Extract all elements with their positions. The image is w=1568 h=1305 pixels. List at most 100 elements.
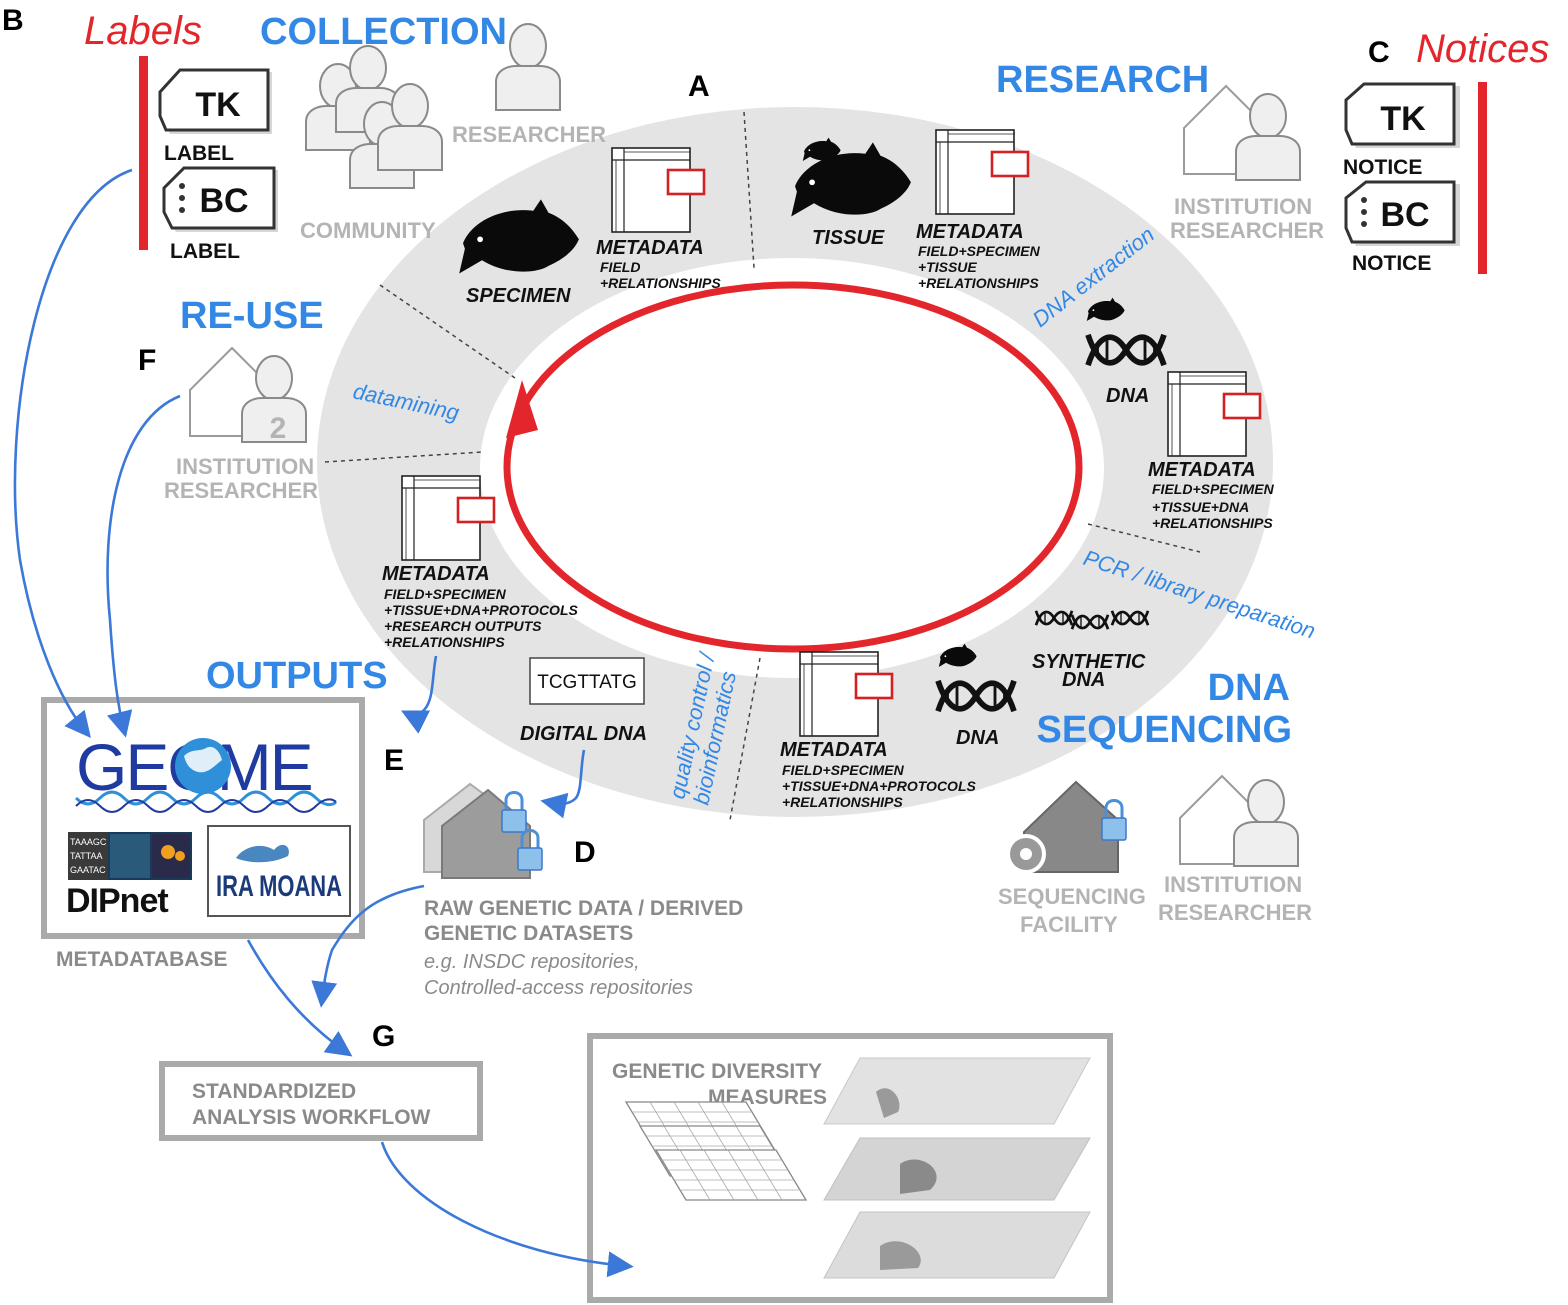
stage-research: RESEARCH [996, 59, 1209, 101]
metadata2-line1: FIELD+SPECIMEN [918, 243, 1041, 259]
community-icon [305, 45, 443, 189]
metadata1-line1: FIELD [600, 259, 640, 275]
metadata3-title: METADATA [1148, 459, 1256, 481]
stage-dna-line1: DNA [1208, 667, 1290, 709]
metadata4-line3: +RELATIONSHIPS [782, 794, 903, 810]
notices-bar [1478, 82, 1487, 274]
metadata5-line4: +RELATIONSHIPS [384, 634, 505, 650]
repository-icon [423, 782, 544, 879]
tk-label-text: TK [195, 86, 241, 124]
tissue-label: TISSUE [812, 227, 885, 249]
metadata1-line2: +RELATIONSHIPS [600, 275, 721, 291]
labels-title: Labels [84, 9, 202, 53]
researcher-label: RESEARCHER [452, 122, 606, 147]
dipnet-seq-3: GAATAC [70, 865, 106, 875]
metadata4-doc-icon [798, 650, 894, 738]
synthetic-dna-line1: SYNTHETIC [1032, 651, 1146, 673]
metadatabase-caption: METADATABASE [56, 948, 228, 971]
iramoana-wordmark: IRA MOANA [216, 870, 342, 903]
research-institution-line2: RESEARCHER [1170, 218, 1324, 243]
raw-data-sub-line1: e.g. INSDC repositories, [424, 951, 640, 973]
digital-dna-label: DIGITAL DNA [520, 723, 647, 745]
sequence-text: TCGTTATG [537, 672, 637, 693]
sequencing-institution-line1: INSTITUTION [1164, 872, 1302, 897]
panel-letter-g: G [372, 1020, 395, 1053]
dipnet-seq-1: TAAAGC [70, 837, 107, 847]
bc-label-caption: LABEL [170, 240, 240, 263]
workflow-line2: ANALYSIS WORKFLOW [192, 1106, 431, 1129]
metadata3-doc-icon [1166, 370, 1262, 458]
metadata5-line1: FIELD+SPECIMEN [384, 586, 507, 602]
panel-letter-a: A [688, 70, 710, 103]
metadata5-line2: +TISSUE+DNA+PROTOCOLS [384, 602, 579, 618]
panel-letter-c: C [1368, 36, 1390, 69]
tk-notice-badge: TK [1344, 82, 1460, 148]
labels-bar [139, 56, 148, 250]
flow-arrows [13, 168, 634, 1278]
geome-logo: GEOME [74, 730, 338, 813]
dipnet-seq-2: TATTAA [70, 851, 103, 861]
metadata5-line3: +RESEARCH OUTPUTS [384, 618, 542, 634]
bc-notice-caption: NOTICE [1352, 252, 1431, 275]
synthetic-dna-line2: DNA [1062, 669, 1105, 691]
sequence-box [529, 657, 645, 705]
panel-letter-f: F [138, 344, 156, 377]
metadata5-doc-icon [400, 474, 496, 562]
sequencing-facility-line2: FACILITY [1020, 912, 1118, 937]
reuse-count: 2 [270, 412, 287, 445]
sequencing-institution-line2: RESEARCHER [1158, 900, 1312, 925]
cycle-arrow [503, 281, 1083, 653]
metadata3-line3: +RELATIONSHIPS [1152, 515, 1273, 531]
panel-letter-b: B [2, 4, 24, 37]
bc-notice-text: BC [1380, 196, 1429, 234]
iramoana-logo: IRA MOANA [207, 825, 351, 917]
reuse-institution-line2: RESEARCHER [164, 478, 318, 503]
metadata1-title: METADATA [596, 237, 704, 259]
community-label: COMMUNITY [300, 218, 436, 243]
metadata2-doc-icon [934, 128, 1030, 216]
notices-title: Notices [1416, 27, 1549, 71]
dna2-label: DNA [956, 727, 999, 749]
metadata4-title: METADATA [780, 739, 888, 761]
stage-reuse: RE-USE [180, 295, 324, 337]
lifecycle-ring-hole [480, 258, 1104, 678]
tk-notice-text: TK [1380, 100, 1426, 138]
tk-notice-caption: NOTICE [1343, 156, 1422, 179]
stage-collection: COLLECTION [260, 11, 507, 53]
cycle-arrowhead [506, 380, 538, 438]
panel-letter-d: D [574, 836, 596, 869]
workflow-line1: STANDARDIZED [192, 1080, 356, 1103]
diversity-maps [823, 1057, 1091, 1279]
raw-data-sub-line2: Controlled-access repositories [424, 977, 693, 999]
metadata1-doc-icon [610, 146, 706, 234]
raw-data-title-line1: RAW GENETIC DATA / DERIVED [424, 897, 743, 920]
panel-letter-e: E [384, 744, 404, 777]
dipnet-logo: TAAAGC TATTAA GAATAC DIPnet [66, 832, 192, 920]
metadata2-title: METADATA [916, 221, 1024, 243]
bc-notice-badge: BC [1344, 180, 1460, 246]
metadata3-line2: +TISSUE+DNA [1152, 499, 1249, 515]
specimen-label: SPECIMEN [466, 285, 571, 307]
stage-dna-line2: SEQUENCING [1037, 709, 1292, 751]
tk-label-badge: TK [158, 68, 272, 134]
workflow-box [159, 1061, 483, 1141]
reuse-institution-icon: 2 [189, 347, 307, 445]
reuse-institution-line1: INSTITUTION [176, 454, 314, 479]
metadata4-line1: FIELD+SPECIMEN [782, 762, 905, 778]
metadata2-line3: +RELATIONSHIPS [918, 275, 1039, 291]
sequencing-institution-icon [1179, 775, 1299, 867]
sequencing-facility-line1: SEQUENCING [998, 884, 1146, 909]
ring-dividers [324, 111, 1201, 821]
metadata2-line2: +TISSUE [918, 259, 977, 275]
metadata3-line1: FIELD+SPECIMEN [1152, 481, 1275, 497]
tk-label-caption: LABEL [164, 142, 234, 165]
metadata5-title: METADATA [382, 563, 490, 585]
sequencing-facility-icon [1006, 780, 1128, 874]
bc-label-text: BC [199, 182, 248, 220]
bc-label-badge: BC [162, 166, 278, 232]
diversity-line1: GENETIC DIVERSITY [612, 1060, 822, 1083]
research-institution-line1: INSTITUTION [1174, 194, 1312, 219]
raw-data-title-line2: GENETIC DATASETS [424, 922, 633, 945]
